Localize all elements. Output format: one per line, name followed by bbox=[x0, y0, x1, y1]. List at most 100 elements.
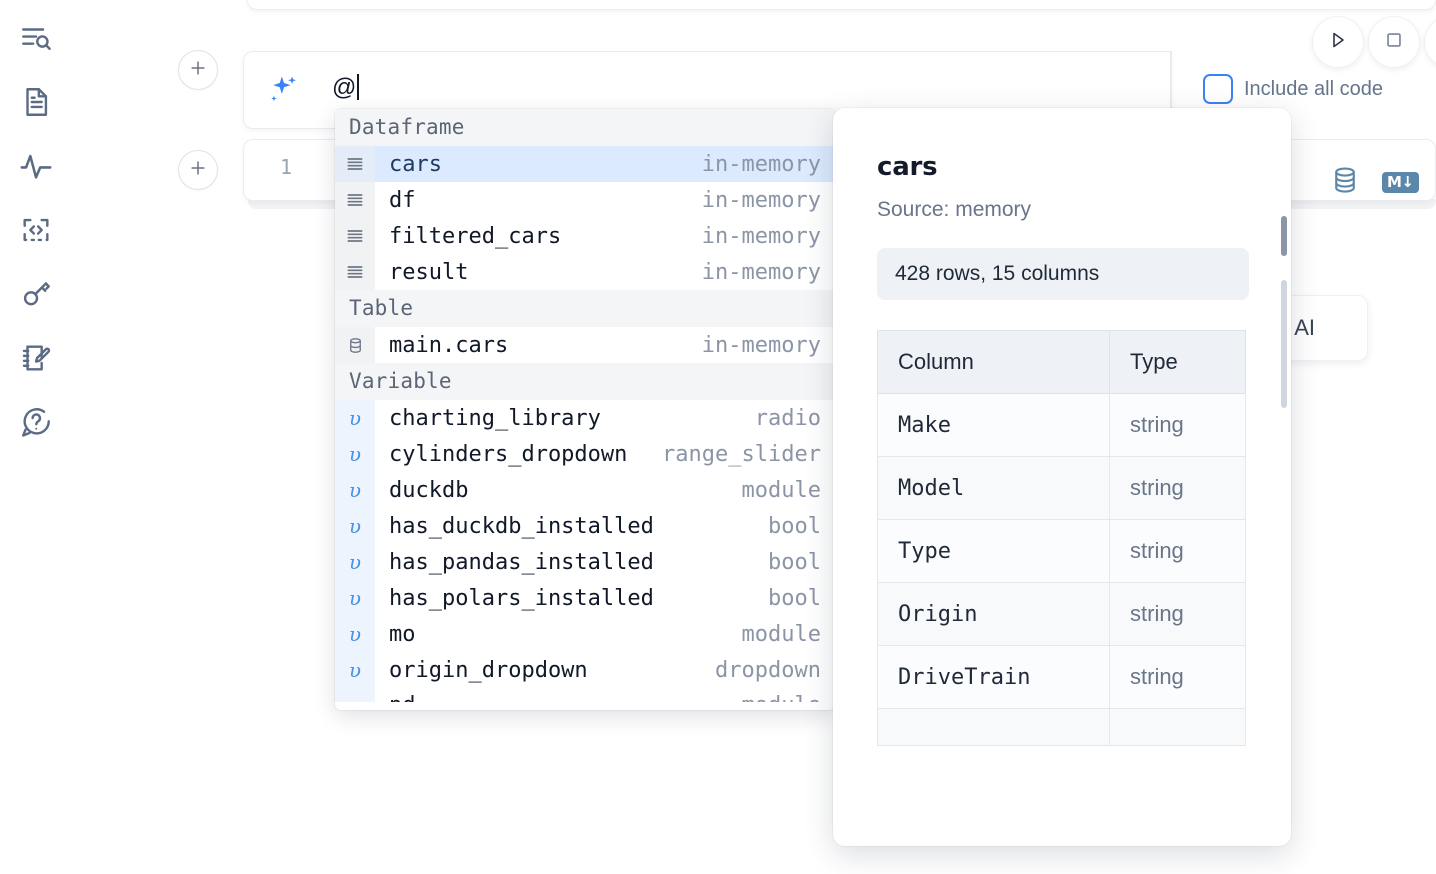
autocomplete-item-name: main.cars bbox=[389, 332, 509, 358]
autocomplete-item-type: in-memory bbox=[701, 223, 821, 249]
autocomplete-item[interactable]: υ has_polars_installed bool bbox=[335, 580, 835, 616]
autocomplete-item-name: duckdb bbox=[389, 477, 469, 503]
run-button[interactable] bbox=[1312, 16, 1364, 68]
schema-column-name bbox=[877, 708, 1110, 746]
autocomplete-item-name: pd bbox=[375, 688, 742, 702]
include-all-code-checkbox[interactable] bbox=[1203, 74, 1233, 104]
autocomplete-item-type: in-memory bbox=[701, 151, 821, 177]
schema-column-type: string bbox=[1109, 645, 1246, 709]
autocomplete-item-type: bool bbox=[768, 585, 821, 611]
variable-icon: υ bbox=[335, 616, 375, 652]
schema-column-header: Type bbox=[1109, 330, 1246, 394]
autocomplete-item-type: module bbox=[742, 688, 835, 702]
autocomplete-group-header: Table bbox=[335, 290, 835, 327]
table-database-icon bbox=[335, 327, 375, 363]
autocomplete-group-header: Dataframe bbox=[335, 109, 835, 146]
dataframe-icon bbox=[335, 146, 375, 182]
ai-toolbar-divider bbox=[1171, 51, 1172, 129]
schema-column-name: Origin bbox=[877, 582, 1110, 646]
panel-source: Source: memory bbox=[877, 198, 1032, 221]
scratchpad-edit-icon bbox=[19, 341, 53, 375]
autocomplete-item-name: filtered_cars bbox=[389, 223, 562, 249]
add-cell-button-bottom[interactable] bbox=[178, 150, 218, 190]
stop-square-icon bbox=[1383, 29, 1405, 56]
schema-column-type bbox=[1109, 708, 1246, 746]
text-caret bbox=[357, 74, 360, 100]
autocomplete-item[interactable]: filtered_cars in-memory bbox=[335, 218, 835, 254]
panel-scrollbar-thumb[interactable] bbox=[1281, 216, 1287, 256]
stop-button[interactable] bbox=[1368, 16, 1420, 68]
autocomplete-item-type: module bbox=[741, 477, 821, 503]
autocomplete-item[interactable]: main.cars in-memory bbox=[335, 327, 835, 363]
previous-cell bbox=[247, 0, 1436, 10]
autocomplete-item-type: module bbox=[741, 621, 821, 647]
dataframe-icon bbox=[335, 254, 375, 290]
schema-column-header: Column bbox=[877, 330, 1110, 394]
schema-column-name: Model bbox=[877, 456, 1110, 520]
sidebar-item-scratchpad[interactable] bbox=[14, 336, 58, 380]
autocomplete-item-name: origin_dropdown bbox=[389, 657, 588, 683]
help-question-icon bbox=[19, 405, 53, 439]
variable-icon: υ bbox=[335, 544, 375, 580]
plus-icon bbox=[188, 58, 208, 82]
add-cell-button-top[interactable] bbox=[178, 50, 218, 90]
sidebar-item-secrets[interactable] bbox=[14, 272, 58, 316]
variable-icon: υ bbox=[335, 580, 375, 616]
activity-pulse-icon bbox=[19, 149, 53, 183]
autocomplete-item-name: cars bbox=[389, 151, 442, 177]
autocomplete-item-name: has_pandas_installed bbox=[389, 549, 654, 575]
variable-icon: υ bbox=[335, 436, 375, 472]
autocomplete-item[interactable]: υ has_pandas_installed bool bbox=[335, 544, 835, 580]
database-icon[interactable] bbox=[1330, 165, 1360, 200]
dataframe-icon bbox=[335, 218, 375, 254]
sidebar-item-help[interactable] bbox=[14, 400, 58, 444]
variable-icon: υ bbox=[335, 688, 375, 702]
autocomplete-item[interactable]: υ origin_dropdown dropdown bbox=[335, 652, 835, 688]
autocomplete-item-type: bool bbox=[768, 549, 821, 575]
autocomplete-item[interactable]: υpdmodule bbox=[335, 688, 835, 702]
sidebar-item-snippets[interactable] bbox=[14, 208, 58, 252]
outline-search-icon bbox=[19, 21, 53, 55]
variable-icon: υ bbox=[335, 472, 375, 508]
variable-icon: υ bbox=[335, 652, 375, 688]
autocomplete-item-type: in-memory bbox=[701, 332, 821, 358]
autocomplete-item-name: has_polars_installed bbox=[389, 585, 654, 611]
cell-type-icons: M↓ bbox=[1330, 165, 1419, 200]
dataframe-icon bbox=[335, 182, 375, 218]
autocomplete-item-name: mo bbox=[389, 621, 416, 647]
schema-column-type: string bbox=[1109, 456, 1246, 520]
include-all-code-row[interactable]: Include all code bbox=[1203, 74, 1383, 104]
more-actions-button[interactable] bbox=[1424, 16, 1436, 68]
sidebar-item-outline[interactable] bbox=[14, 16, 58, 60]
panel-title: cars bbox=[877, 152, 938, 182]
sidebar-item-activity[interactable] bbox=[14, 144, 58, 188]
sidebar-item-files[interactable] bbox=[14, 80, 58, 124]
autocomplete-item-type: in-memory bbox=[701, 187, 821, 213]
variable-icon: υ bbox=[335, 508, 375, 544]
file-document-icon bbox=[19, 85, 53, 119]
autocomplete-item[interactable]: cars in-memory bbox=[335, 146, 835, 182]
schema-column-type: string bbox=[1109, 393, 1246, 457]
play-icon bbox=[1326, 28, 1350, 57]
autocomplete-item-type: dropdown bbox=[715, 657, 821, 683]
plus-icon bbox=[188, 158, 208, 182]
markdown-badge[interactable]: M↓ bbox=[1382, 172, 1419, 193]
schema-column-type: string bbox=[1109, 582, 1246, 646]
ai-prompt-input[interactable]: @ bbox=[332, 74, 360, 102]
autocomplete-item-name: has_duckdb_installed bbox=[389, 513, 654, 539]
panel-scrollbar-track[interactable] bbox=[1281, 280, 1287, 408]
